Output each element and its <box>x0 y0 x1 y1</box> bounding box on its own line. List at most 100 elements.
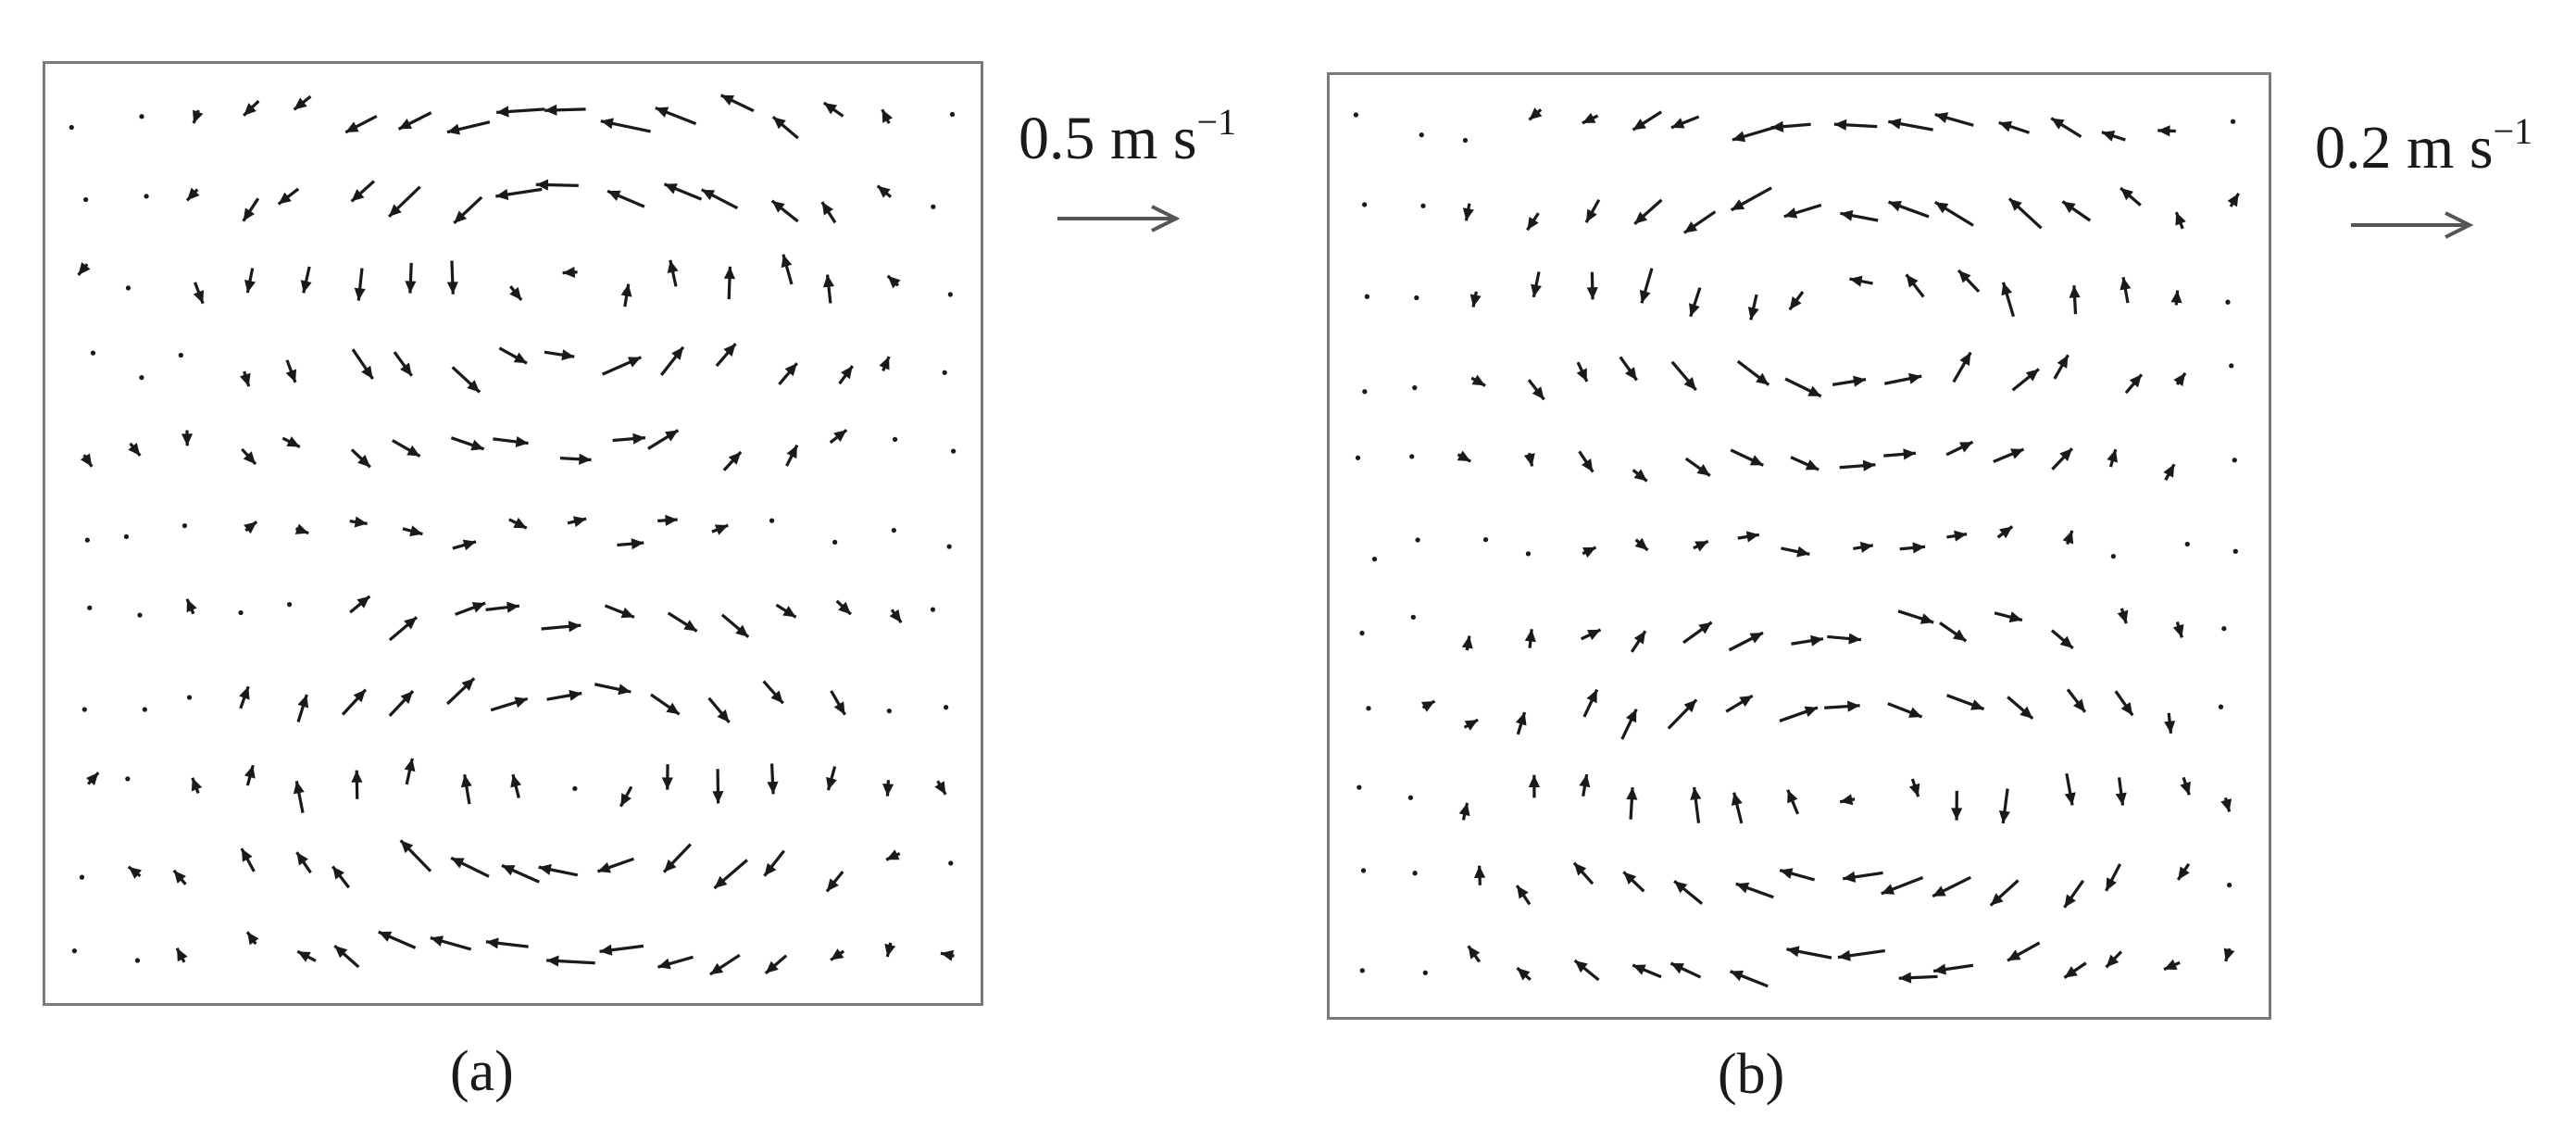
vector-head <box>1906 274 1919 288</box>
velocity-vector <box>1853 541 1874 554</box>
velocity-vector <box>1461 635 1473 651</box>
velocity-vector <box>1462 137 1469 144</box>
vector-head <box>2008 611 2022 623</box>
vector-dot <box>1482 536 1489 543</box>
velocity-vector <box>2051 447 2074 471</box>
velocity-vector <box>1731 792 1744 824</box>
velocity-vector <box>1673 879 1704 906</box>
velocity-vector <box>1693 539 1709 552</box>
vector-head <box>1908 783 1920 797</box>
velocity-vector <box>239 685 250 709</box>
vector-head <box>2010 448 2024 459</box>
velocity-vector <box>240 847 256 872</box>
vector-dot <box>123 533 130 540</box>
vector-head <box>389 204 402 217</box>
velocity-vector <box>450 436 485 451</box>
velocity-vector <box>832 539 838 545</box>
velocity-vector <box>1632 110 1663 132</box>
velocity-vector <box>139 374 144 381</box>
velocity-vector <box>822 274 835 304</box>
velocity-vector <box>1582 688 1599 718</box>
caption-b: (b) <box>1718 1043 1785 1106</box>
velocity-vector <box>1620 708 1638 740</box>
vector-head <box>1586 208 1597 223</box>
vector-head <box>2008 198 2022 211</box>
vector-head <box>1853 375 1867 387</box>
vector-head <box>1934 112 1949 123</box>
vector-head <box>782 606 796 618</box>
velocity-vector <box>296 694 309 722</box>
velocity-vector <box>1525 551 1532 557</box>
velocity-vector <box>835 599 853 616</box>
velocity-vector <box>1667 698 1698 730</box>
velocity-vector <box>931 204 936 209</box>
vector-dot <box>142 707 147 712</box>
velocity-vector <box>1409 454 1415 459</box>
vector-head <box>2117 609 2129 624</box>
vector-head <box>1796 546 1810 558</box>
vector-head <box>1954 530 1968 542</box>
vector-head <box>2059 635 2073 648</box>
velocity-vector <box>1634 537 1649 552</box>
velocity-vector <box>2061 200 2092 222</box>
vector-dot <box>69 124 74 131</box>
vector-head <box>2220 798 2232 812</box>
velocity-vector <box>720 613 750 638</box>
vector-head <box>1837 949 1851 961</box>
vector-head <box>1749 455 1764 466</box>
vector-head <box>2072 698 2085 712</box>
vector-head <box>506 601 519 613</box>
vector-head <box>2064 894 2076 908</box>
velocity-vector <box>1994 611 2023 623</box>
velocity-vector <box>1684 457 1711 477</box>
velocity-vector <box>341 688 368 716</box>
velocity-vector <box>344 114 378 134</box>
velocity-vector <box>562 266 578 278</box>
velocity-vector <box>934 780 947 796</box>
vector-head <box>1420 700 1435 712</box>
velocity-vector <box>712 769 724 804</box>
vector-head <box>1747 307 1759 320</box>
vector-head <box>1990 893 2004 906</box>
velocity-vector <box>1633 198 1663 226</box>
vector-head <box>2051 118 2065 130</box>
velocity-vector <box>295 851 312 874</box>
velocity-vector <box>1458 802 1470 821</box>
vector-head <box>1739 696 1753 708</box>
velocity-vector <box>1946 694 1985 711</box>
velocity-vector <box>541 621 581 633</box>
velocity-vector <box>185 598 197 615</box>
vector-dot <box>2229 363 2234 369</box>
velocity-vector <box>1887 200 1930 219</box>
vector-dot <box>1422 970 1428 975</box>
velocity-vector <box>123 533 130 540</box>
vector-dot <box>286 602 293 608</box>
vector-head <box>1698 621 1712 634</box>
vector-head <box>1731 792 1743 806</box>
vector-head <box>1756 372 1769 385</box>
velocity-vector <box>2164 712 2176 734</box>
vector-head <box>1457 450 1471 462</box>
vector-head <box>887 275 901 289</box>
vector-head <box>1847 700 1860 712</box>
vector-dot <box>186 695 193 700</box>
velocity-vector <box>445 677 476 706</box>
velocity-vector <box>501 863 540 884</box>
velocity-vector <box>2232 548 2238 554</box>
velocity-vector <box>243 99 260 117</box>
vector-head <box>332 866 344 880</box>
vector-head <box>1462 207 1474 221</box>
vector-head <box>1582 546 1596 558</box>
velocity-vector <box>186 695 193 700</box>
vector-head <box>1469 294 1482 307</box>
velocity-vector <box>2170 290 2182 306</box>
vector-head <box>2101 131 2116 142</box>
vector-head <box>2227 193 2239 207</box>
vector-head <box>1859 541 1873 554</box>
vector-head <box>513 352 528 364</box>
vector-dot <box>1353 112 1359 118</box>
vector-head <box>244 765 256 779</box>
velocity-vector <box>293 780 305 813</box>
vector-head <box>1783 207 1798 219</box>
velocity-vector <box>1779 868 1816 882</box>
